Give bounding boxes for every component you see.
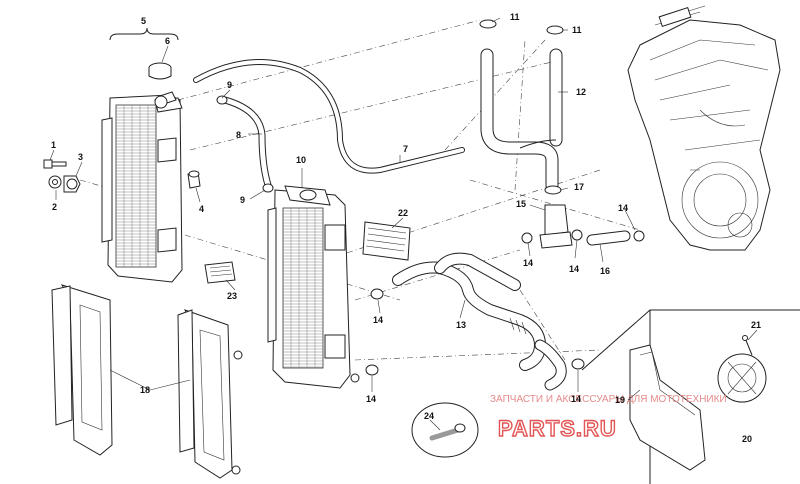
hose-13 <box>392 252 567 391</box>
hose-12 <box>480 48 563 192</box>
hose-16 <box>586 230 631 246</box>
watermark: ЗАПЧАСТИ И АКСЕССУАРЫ ДЛЯ МОТОТЕХНИКИ PA… <box>490 394 727 442</box>
callout-15: 15 <box>516 199 526 209</box>
radiator-left <box>101 91 183 283</box>
callout-24: 24 <box>424 411 434 421</box>
watermark-tagline: ЗАПЧАСТИ И АКСЕССУАРЫ ДЛЯ МОТОТЕХНИКИ <box>490 394 727 405</box>
callout-6: 6 <box>165 36 170 46</box>
foam-pad-22 <box>362 221 411 261</box>
callout-10: 10 <box>296 155 306 165</box>
callout-11-right: 11 <box>572 25 582 35</box>
radiator-cap <box>148 62 172 80</box>
watermark-logo: PARTS.RU <box>498 416 617 441</box>
callout-21: 21 <box>751 320 761 330</box>
callout-17: 17 <box>574 182 584 192</box>
callout-23: 23 <box>227 291 237 301</box>
callout-5: 5 <box>141 16 146 26</box>
callout-11-left: 11 <box>510 12 520 22</box>
thermostat-15 <box>539 185 583 249</box>
callout-20: 20 <box>742 434 752 444</box>
callout-1: 1 <box>51 140 56 150</box>
callout-14-radiator-lower: 14 <box>366 394 376 404</box>
callout-numbers: 5 6 9 8 9 10 7 11 11 12 17 15 14 16 14 1… <box>51 12 761 444</box>
callout-3: 3 <box>78 152 83 162</box>
detail-24 <box>411 402 479 458</box>
callout-14-hose-lower: 14 <box>571 394 581 404</box>
callout-9-lower: 9 <box>240 195 245 205</box>
callout-8: 8 <box>236 130 241 140</box>
callout-12: 12 <box>576 87 586 97</box>
callout-22: 22 <box>398 208 408 218</box>
callout-18: 18 <box>140 385 150 395</box>
overflow-hose-7 <box>193 59 465 174</box>
engine-outline <box>627 5 781 251</box>
callout-2: 2 <box>52 202 57 212</box>
callout-4: 4 <box>199 204 204 214</box>
clamps-14 <box>365 230 645 376</box>
callout-19: 19 <box>615 395 625 405</box>
callout-9-upper: 9 <box>227 80 232 90</box>
foam-pad-23 <box>204 261 236 284</box>
callout-13: 13 <box>456 320 466 330</box>
callout-14-thermo-left: 14 <box>523 258 533 268</box>
callout-16: 16 <box>600 266 610 276</box>
hose-8 <box>216 95 274 193</box>
bolt-washer-group <box>43 159 81 193</box>
callout-14-engine: 14 <box>618 203 628 213</box>
inset-panel <box>581 309 800 484</box>
callout-14-thermo-right: 14 <box>569 264 579 274</box>
leader-lines <box>49 17 758 431</box>
callout-14-radiator-upper: 14 <box>373 315 383 325</box>
radiator-guards-18 <box>51 284 243 479</box>
radiator-right <box>267 185 360 389</box>
clip-4 <box>187 170 201 189</box>
callout-7: 7 <box>403 144 408 154</box>
